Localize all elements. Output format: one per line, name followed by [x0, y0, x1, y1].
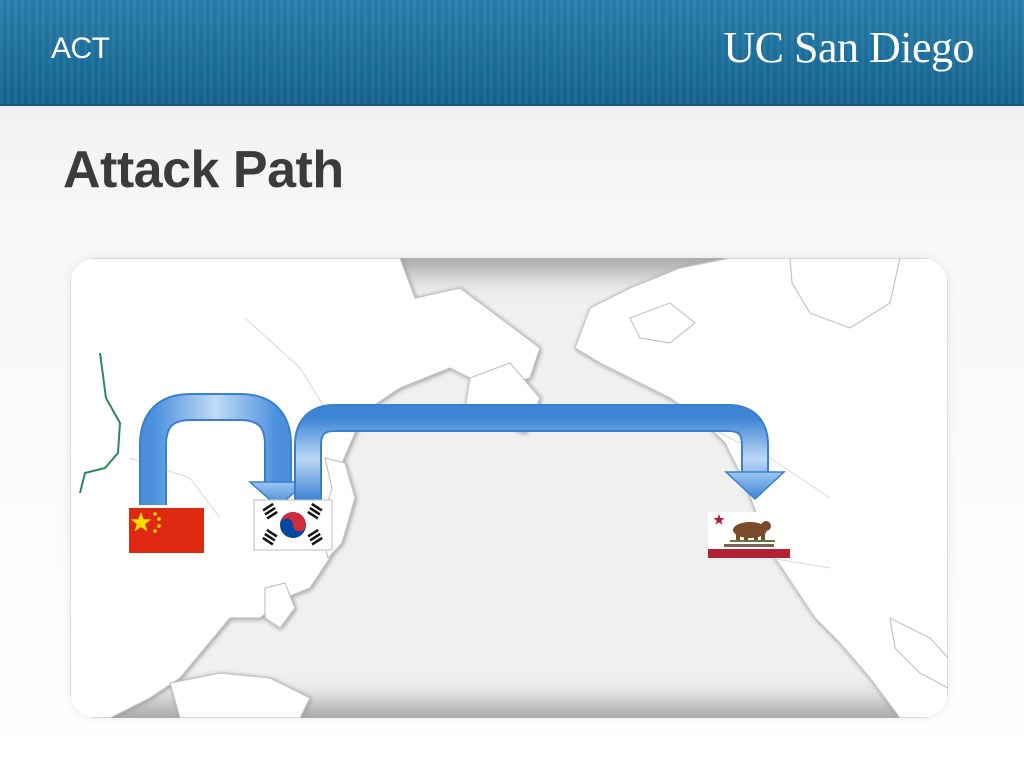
arrow-china-to-korea: [139, 393, 308, 509]
header-texture: [0, 0, 1024, 104]
central-america-landmass: [889, 616, 948, 689]
california-flag-icon: [708, 512, 790, 558]
arctic-islands: [629, 302, 696, 344]
course-label: ACT: [51, 32, 110, 65]
country-borders: [129, 317, 831, 569]
arrow-head-korea: [248, 481, 308, 509]
bear-icon: [730, 521, 775, 542]
china-flag-icon: [129, 508, 204, 553]
arrow-head-california: [724, 471, 786, 501]
indonesia-landmass: [169, 672, 311, 718]
philippines-landmass: [264, 582, 296, 629]
university-logo: UC San Diego: [723, 23, 974, 72]
greenland-landmass: [789, 258, 901, 329]
slide-title: Attack Path: [63, 141, 344, 199]
flag-banner-text: [724, 544, 774, 547]
south-korea-flag-icon: [253, 499, 333, 551]
slide-header: ACT UC San Diego: [0, 0, 1024, 106]
border-line: [79, 352, 122, 494]
arrow-korea-to-california: [294, 404, 786, 501]
